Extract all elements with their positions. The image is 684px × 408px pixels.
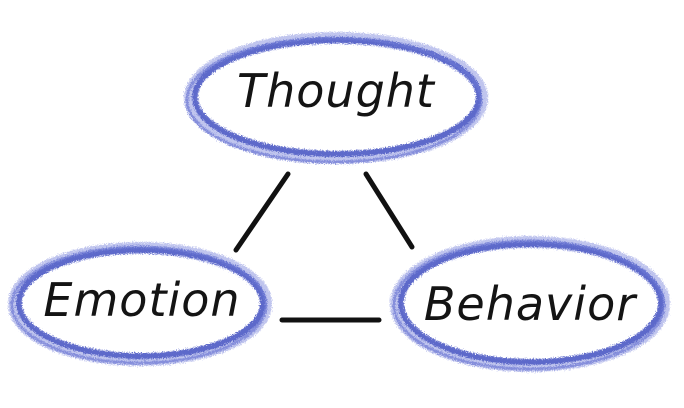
thought-label: Thought — [237, 64, 436, 118]
emotion-label: Emotion — [43, 273, 240, 327]
connector-thought-behavior — [363, 171, 415, 250]
behavior-ring — [390, 236, 670, 372]
emotion-ring — [8, 242, 272, 366]
behavior-label: Behavior — [424, 277, 638, 331]
thought-ring — [184, 32, 488, 164]
emotion-node: Emotion — [8, 242, 272, 366]
thought-node: Thought — [184, 32, 488, 164]
connector-thought-emotion — [233, 171, 291, 253]
behavior-node: Behavior — [390, 236, 670, 372]
